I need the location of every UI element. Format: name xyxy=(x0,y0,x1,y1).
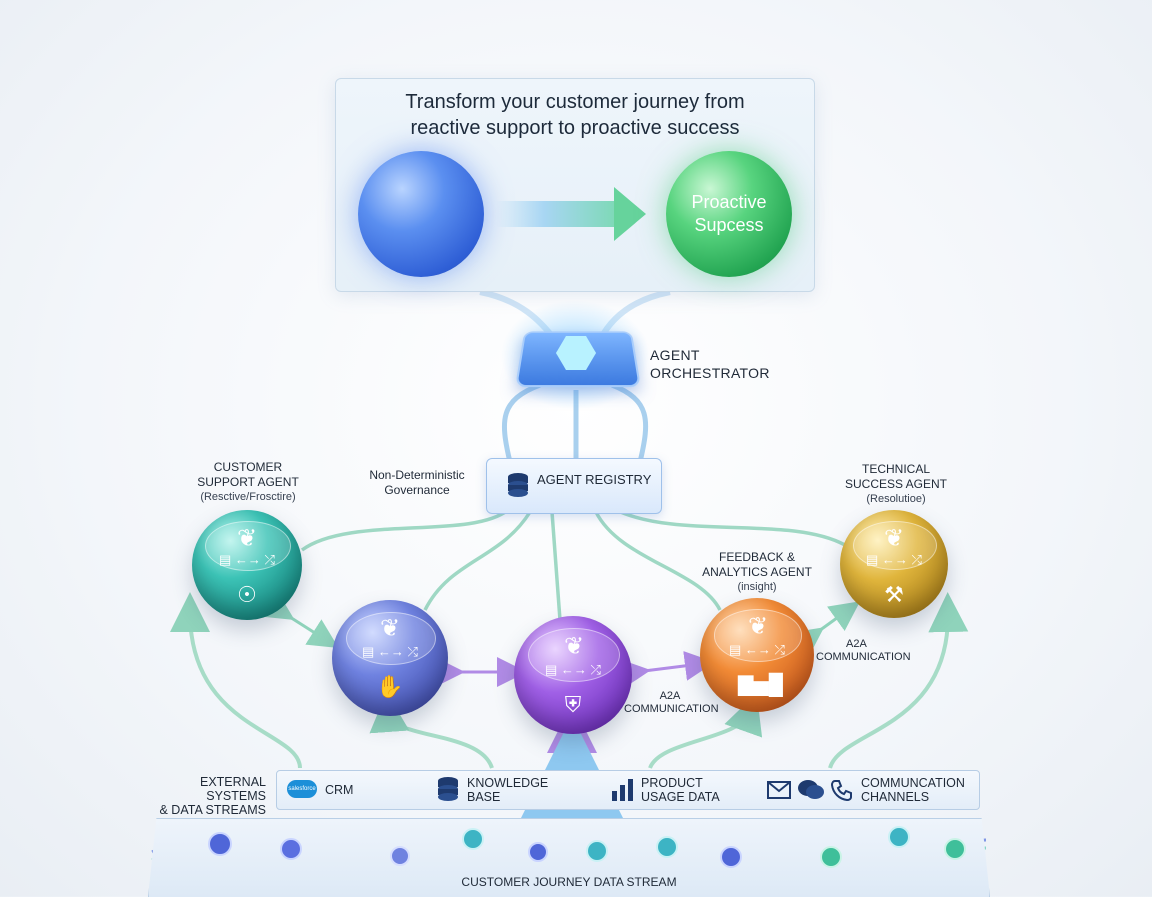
stream-node-icon xyxy=(656,836,678,858)
stream-node-icon xyxy=(390,846,410,866)
external-systems-label: EXTERNAL SYSTEMS & DATA STREAMS xyxy=(140,775,266,817)
transformation-arrow-head xyxy=(614,187,646,241)
a2a-communication-label-right: A2A COMMUNICATION xyxy=(816,638,911,664)
shuffle-icon: ▤ ←→ ⤮ xyxy=(362,644,418,659)
sphere-glass-cap xyxy=(205,521,291,572)
governance-line-2: Governance xyxy=(384,483,450,497)
shuffle-icon: ▤ ←→ ⤮ xyxy=(729,642,785,657)
brain-icon: ❦ xyxy=(379,615,401,642)
stream-node-icon xyxy=(462,828,484,850)
stream-node-icon xyxy=(888,826,910,848)
bar-chart-icon: ▇▅█ xyxy=(738,674,783,696)
tools-icon: ⚒ xyxy=(884,582,904,607)
comm-line-2: CHANNELS xyxy=(861,790,930,804)
stream-node-icon xyxy=(586,840,608,862)
feedback-analytics-agent-sphere: ❦ ▤ ←→ ⤮ ▇▅█ xyxy=(700,598,814,712)
data-stream-label: CUSTOMER JOURNEY DATA STREAM xyxy=(461,875,677,889)
stream-node-icon xyxy=(944,838,966,860)
customer-support-agent-sphere: ❦ ▤ ←→ ⤮ ☉ xyxy=(192,510,302,620)
shuffle-icon: ▤ ←→ ⤮ xyxy=(219,552,275,567)
technical-success-agent-label: TECHNICAL SUCCESS AGENT (Resolutioe) xyxy=(826,462,966,506)
crm-label: CRM xyxy=(325,783,354,797)
stream-node-icon xyxy=(280,838,302,860)
stream-node-icon xyxy=(208,832,232,856)
shield-icon: ⛨ xyxy=(564,692,582,717)
agent-registry: AGENT REGISTRY xyxy=(486,458,662,514)
a2a-line-1: A2A xyxy=(659,690,681,702)
database-icon xyxy=(438,777,458,801)
proactive-success-orb xyxy=(666,151,792,277)
banner-title: Transform your customer journey from rea… xyxy=(336,89,814,141)
bar-chart-icon xyxy=(612,779,633,801)
feedback-analytics-agent-label: FEEDBACK & ANALYTICS AGENT (insight) xyxy=(692,550,822,594)
headset-icon: ☉ xyxy=(237,582,257,607)
usage-line-2: USAGE DATA xyxy=(641,790,720,804)
sphere-glass-cap xyxy=(713,609,803,662)
sphere-glass-cap xyxy=(528,627,620,682)
a2a-line-1: A2A xyxy=(846,638,867,650)
proactive-line-2: Supcess xyxy=(694,215,764,235)
usage-line-1: PRODUCT xyxy=(641,776,703,790)
database-icon xyxy=(508,473,528,497)
sphere-glass-cap xyxy=(345,611,437,665)
technical-line-2: SUCCESS AGENT xyxy=(844,477,948,491)
brain-icon: ❦ xyxy=(563,633,585,660)
customer-support-line-1: CUSTOMER xyxy=(213,460,283,474)
transformation-arrow-shaft xyxy=(496,201,616,227)
orchestrator-hexagon-icon xyxy=(556,336,596,370)
salesforce-icon: salesforce xyxy=(287,780,317,798)
transformation-banner: Transform your customer journey from rea… xyxy=(335,78,815,292)
product-usage-label: PRODUCT USAGE DATA xyxy=(641,776,720,804)
customer-support-line-2: SUPPORT AGENT xyxy=(197,475,299,489)
proactive-success-label: Proactive Supcess xyxy=(666,191,792,237)
orchestrator-label-line-2: ORCHESTRATOR xyxy=(650,365,770,381)
governance-agent-sphere: ❦ ▤ ←→ ⤮ ⛨ xyxy=(514,616,632,734)
collaboration-agent-sphere: ❦ ▤ ←→ ⤮ ✋ xyxy=(332,600,448,716)
external-systems-line-2: & DATA STREAMS xyxy=(159,803,266,817)
customer-support-sub: (Resctive/Frosctire) xyxy=(200,491,296,503)
governance-label: Non-Deterministic Governance xyxy=(352,468,482,498)
sphere-glass-cap xyxy=(852,520,938,571)
handshake-icon: ✋ xyxy=(376,674,404,699)
customer-journey-data-stream: CUSTOMER JOURNEY DATA STREAM xyxy=(148,818,990,897)
shuffle-icon: ▤ ←→ ⤮ xyxy=(866,552,922,567)
feedback-line-2: ANALYTICS AGENT xyxy=(702,565,812,579)
brain-icon: ❦ xyxy=(747,613,769,640)
a2a-line-2: COMMUNICATION xyxy=(624,703,719,715)
comm-line-1: COMMUNCATION xyxy=(861,776,965,790)
reactive-support-orb xyxy=(358,151,484,277)
stream-node-icon xyxy=(720,846,742,868)
communication-channels-label: COMMUNCATION CHANNELS xyxy=(861,776,965,804)
technical-success-agent-sphere: ❦ ▤ ←→ ⤮ ⚒ xyxy=(840,510,948,618)
proactive-line-1: Proactive xyxy=(691,192,767,212)
technical-sub: (Resolutioe) xyxy=(866,493,926,505)
external-systems-line-1: EXTERNAL SYSTEMS xyxy=(200,775,266,803)
a2a-line-2: COMMUNICATION xyxy=(816,651,911,663)
shuffle-icon: ▤ ←→ ⤮ xyxy=(545,662,601,677)
customer-support-agent-label: CUSTOMER SUPPORT AGENT (Resctive/Froscti… xyxy=(178,460,318,504)
kb-line-1: KNOWLEDGE xyxy=(467,776,549,790)
mail-icon xyxy=(767,781,791,799)
chat-icon xyxy=(798,780,824,799)
kb-line-2: BASE xyxy=(467,790,501,804)
registry-label: AGENT REGISTRY xyxy=(537,472,652,487)
orchestrator-label-line-1: AGENT xyxy=(650,347,700,363)
brain-icon: ❦ xyxy=(883,525,905,552)
stream-node-icon xyxy=(820,846,842,868)
stream-node-icon xyxy=(528,842,548,862)
orchestrator-label: AGENT ORCHESTRATOR xyxy=(650,346,770,382)
phone-icon xyxy=(831,780,852,801)
brain-icon: ❦ xyxy=(236,525,258,552)
banner-title-line-1: Transform your customer journey from xyxy=(405,91,745,113)
a2a-communication-label-center: A2A COMMUNICATION xyxy=(624,690,719,716)
banner-title-line-2: reactive support to proactive success xyxy=(410,117,740,139)
technical-line-1: TECHNICAL xyxy=(861,462,930,476)
feedback-line-1: FEEDBACK & xyxy=(718,550,796,564)
external-systems-strip: salesforce CRM KNOWLEDGE BASE PRODUCT US… xyxy=(276,770,980,810)
feedback-sub: (insight) xyxy=(737,581,777,593)
knowledge-base-label: KNOWLEDGE BASE xyxy=(467,776,548,804)
governance-line-1: Non-Deterministic xyxy=(369,468,465,482)
